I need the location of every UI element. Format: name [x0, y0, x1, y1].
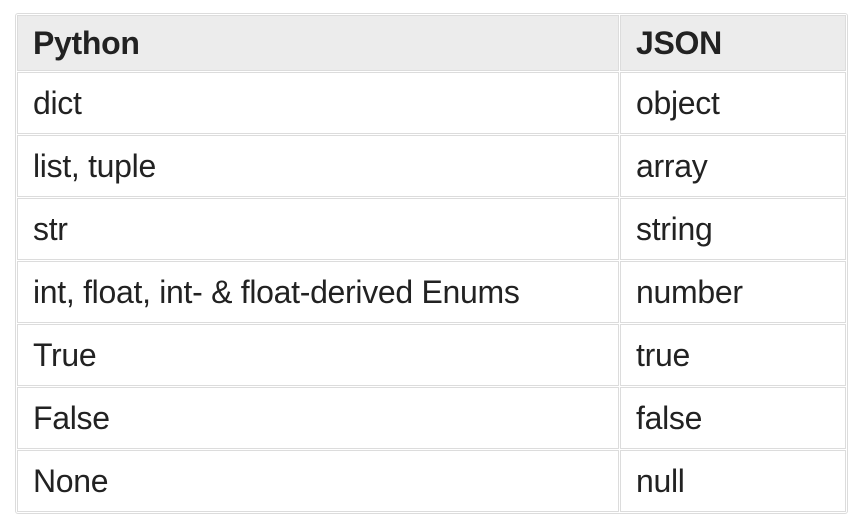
table-row: dict object — [17, 72, 846, 134]
table-row: False false — [17, 387, 846, 449]
python-json-table: Python JSON dict object list, tuple arra… — [15, 13, 848, 514]
cell-json-type: array — [620, 135, 846, 197]
cell-json-type: null — [620, 450, 846, 512]
table-row: str string — [17, 198, 846, 260]
cell-python-type: str — [17, 198, 619, 260]
docs-page: Python JSON dict object list, tuple arra… — [15, 13, 848, 514]
cell-json-type: true — [620, 324, 846, 386]
table-header: Python JSON — [17, 15, 846, 71]
cell-json-type: string — [620, 198, 846, 260]
cell-python-type: int, float, int- & float-derived Enums — [17, 261, 619, 323]
cell-json-type: number — [620, 261, 846, 323]
cell-json-type: false — [620, 387, 846, 449]
table-row: list, tuple array — [17, 135, 846, 197]
table-row: int, float, int- & float-derived Enums n… — [17, 261, 846, 323]
cell-json-type: object — [620, 72, 846, 134]
header-row: Python JSON — [17, 15, 846, 71]
cell-python-type: list, tuple — [17, 135, 619, 197]
column-header-python: Python — [17, 15, 619, 71]
cell-python-type: dict — [17, 72, 619, 134]
table-row: None null — [17, 450, 846, 512]
cell-python-type: None — [17, 450, 619, 512]
table-body: dict object list, tuple array str string… — [17, 72, 846, 512]
cell-python-type: True — [17, 324, 619, 386]
cell-python-type: False — [17, 387, 619, 449]
table-row: True true — [17, 324, 846, 386]
column-header-json: JSON — [620, 15, 846, 71]
